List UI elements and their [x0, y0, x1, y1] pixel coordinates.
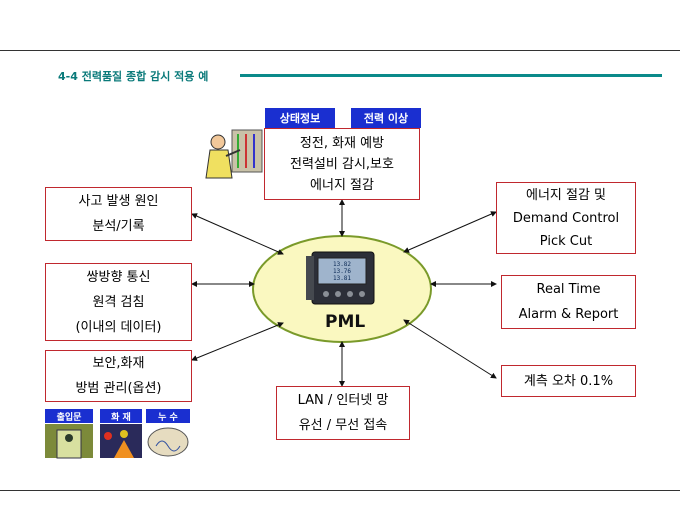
power-anomaly-tag: 전력 이상: [351, 108, 421, 128]
meter-readout: 13.81: [333, 275, 351, 282]
pml-label: PML: [325, 312, 366, 332]
water-leak-icon: [146, 424, 190, 458]
left-box-accident: 사고 발생 원인 분석/기록: [45, 187, 192, 241]
fire-tag: 화 재: [100, 409, 142, 423]
box-line: 분석/기록: [92, 219, 145, 234]
meter-readout: 13.76: [333, 268, 351, 275]
box-line: 사고 발생 원인: [78, 194, 159, 209]
box-line: 유선 / 무선 접속: [298, 418, 388, 433]
top-box-line: 에너지 절감: [310, 177, 374, 193]
left-box-security: 보안,화재 방범 관리(옵션): [45, 350, 192, 402]
leak-tag: 누 수: [146, 409, 190, 423]
top-rule: [0, 50, 680, 51]
arrow-left-1: [191, 213, 284, 255]
bottom-box-network: LAN / 인터넷 망 유선 / 무선 접속: [276, 386, 410, 440]
meter-readout: 13.82: [333, 261, 351, 268]
box-line: LAN / 인터넷 망: [297, 393, 389, 408]
arrow-left-3: [191, 322, 284, 361]
page-title: 4-4 전력품질 종합 감시 적용 예: [58, 70, 209, 83]
top-box-line: 정전, 화재 예방: [299, 135, 385, 151]
left-box-communication: 쌍방향 통신 원격 검침 (이내의 데이터): [45, 263, 192, 341]
box-line: 계측 오차 0.1%: [523, 373, 614, 389]
box-line: Pick Cut: [539, 233, 593, 249]
power-meter-icon: 13.82 13.76 13.81: [306, 251, 375, 305]
box-line: 원격 검침: [92, 294, 145, 310]
box-line: 방범 관리(옵션): [75, 381, 162, 396]
arrow-right-3: [403, 319, 497, 379]
box-line: Demand Control: [512, 210, 620, 226]
door-icon: [45, 424, 93, 459]
title-underline: [240, 74, 662, 77]
bottom-rule: [0, 490, 680, 491]
technician-icon: [205, 129, 263, 179]
top-box: 정전, 화재 예방 전력설비 감시,보호 에너지 절감: [264, 128, 420, 200]
box-line: 보안,화재: [92, 356, 145, 371]
box-line: 에너지 절감 및: [525, 187, 607, 203]
arrow-right-1: [403, 211, 497, 253]
right-box-accuracy: 계측 오차 0.1%: [501, 365, 636, 397]
right-box-alarm: Real Time Alarm & Report: [501, 275, 636, 329]
box-line: (이내의 데이터): [75, 319, 162, 335]
status-info-tag: 상태정보: [265, 108, 335, 128]
right-box-energy: 에너지 절감 및 Demand Control Pick Cut: [496, 182, 636, 254]
top-box-line: 전력설비 감시,보호: [290, 156, 394, 172]
box-line: Real Time: [536, 282, 601, 297]
box-line: 쌍방향 통신: [86, 269, 151, 285]
door-tag: 출입문: [45, 409, 93, 423]
fire-icon: [100, 424, 142, 458]
box-line: Alarm & Report: [518, 307, 619, 322]
